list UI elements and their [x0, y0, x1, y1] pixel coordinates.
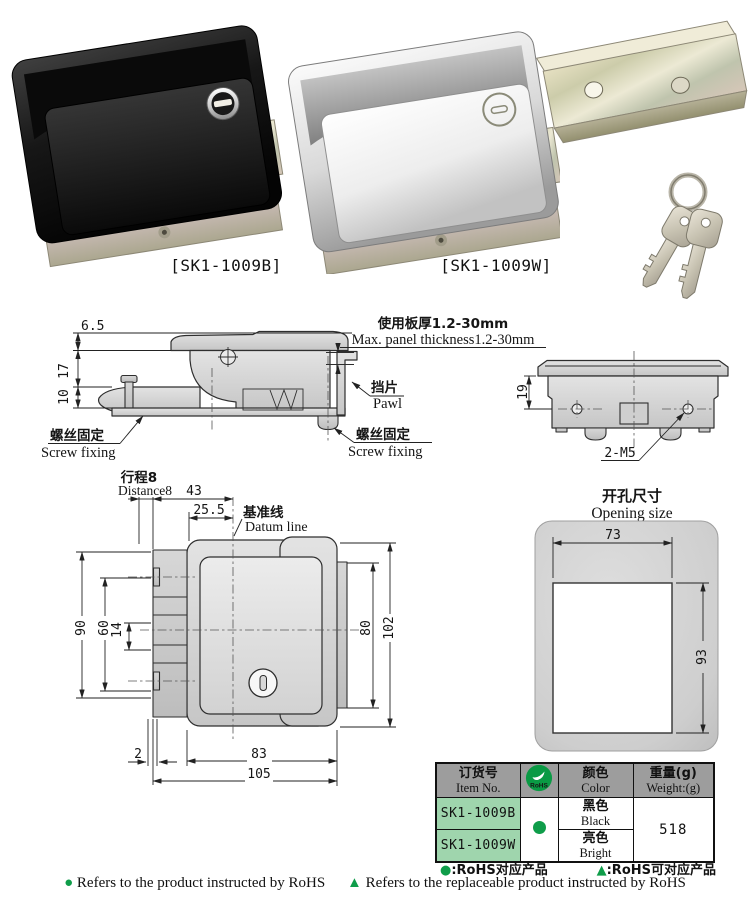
dim-19: 19: [516, 384, 531, 400]
rohs-dot-icon: [532, 820, 546, 834]
spec-table: 订货号 Item No. RoHS 颜色 Color 重量(g) Weight:…: [435, 762, 715, 863]
opening-title-en: Opening size: [591, 505, 672, 522]
header-item-cn: 订货号: [458, 766, 498, 781]
dim-102: 102: [382, 616, 397, 639]
datum-label-en: Datum line: [245, 520, 308, 535]
rohs-legend-cn: ●:RoHS对应产品 ▲:RoHS可对应产品: [440, 859, 716, 878]
header-rohs: RoHS: [519, 762, 559, 798]
pawl-bracket: [336, 350, 358, 416]
dim-90: 90: [74, 620, 89, 636]
table-row: SK1-1009B 黑色 Black 518: [435, 797, 715, 863]
dot-icon: ●: [440, 863, 452, 878]
header-item-en: Item No.: [456, 781, 501, 795]
dim-10: 10: [57, 389, 72, 405]
triangle-icon: ▲: [346, 875, 362, 891]
weight-cell: 518: [632, 797, 715, 863]
keyhole-icon: [482, 92, 517, 127]
dim-14: 14: [110, 622, 125, 638]
dim-2: 2: [134, 747, 142, 762]
color-cell: 亮色 Bright: [557, 829, 634, 863]
header-weight: 重量(g) Weight:(g): [632, 762, 715, 798]
side-view-drawing: 6.5 17 10 使用板厚1.2-30mm Max. panel thickn…: [41, 315, 546, 461]
rohs-badge-text: RoHS: [530, 782, 548, 789]
front-view-drawing: 行程8 Distance8 43 25.5 基准线 Datum line 90 …: [74, 469, 397, 786]
dim-43: 43: [186, 484, 202, 499]
opening-title-cn: 开孔尺寸: [602, 487, 662, 505]
stroke-label-en: Distance8: [118, 483, 172, 498]
legend-dot-cn: ●:RoHS对应产品: [440, 863, 548, 878]
dot-icon: ●: [64, 875, 74, 891]
dim-93: 93: [695, 649, 710, 665]
photo-keys: [642, 172, 723, 299]
dim-60: 60: [97, 620, 112, 636]
pawl-label-en: Pawl: [373, 396, 402, 412]
screw-fixing-left-cn: 螺丝固定: [50, 427, 104, 444]
stroke-label-cn: 行程8: [120, 469, 157, 486]
thread-label: 2-M5: [604, 446, 635, 461]
dim-17: 17: [57, 363, 72, 379]
dim-105: 105: [247, 767, 270, 782]
color-cell: 黑色 Black: [557, 797, 634, 830]
photo-black-latch: [11, 25, 284, 268]
panel-thickness-cn: 使用板厚1.2-30mm: [377, 315, 508, 332]
photo-bracket: [535, 20, 748, 144]
key: [678, 208, 723, 299]
screw-fixing-right-en: Screw fixing: [348, 444, 423, 460]
rear-view-drawing: 19 2-M5: [516, 351, 729, 461]
legend-tri-en: ▲ Refers to the replaceable product inst…: [346, 875, 686, 891]
screw-fixing-right-cn: 螺丝固定: [356, 426, 410, 443]
dim-80: 80: [359, 620, 374, 636]
product-label-black: [SK1-1009B]: [170, 256, 282, 275]
dim-83: 83: [251, 747, 267, 762]
product-label-bright: [SK1-1009W]: [440, 256, 552, 275]
item-no-cell: SK1-1009W: [435, 829, 521, 863]
header-color: 颜色 Color: [557, 762, 634, 798]
opening-size-drawing: 开孔尺寸 Opening size 73 93: [534, 487, 719, 752]
dim-6-5: 6.5: [81, 319, 104, 334]
photo-bright-latch: [288, 31, 560, 274]
screw-fixing-left-en: Screw fixing: [41, 445, 116, 461]
pawl-label-cn: 挡片: [371, 379, 398, 396]
item-no-cell: SK1-1009B: [435, 797, 521, 830]
legend-tri-cn: ▲:RoHS可对应产品: [596, 863, 716, 878]
paddle: [44, 77, 271, 236]
dim-73: 73: [605, 528, 621, 543]
datum-label-cn: 基准线: [243, 504, 284, 521]
legend-dot-en: ● Refers to the product instructed by Ro…: [64, 875, 326, 891]
cutout: [552, 582, 673, 734]
paddle: [199, 556, 323, 715]
panel-thickness-en: Max. panel thickness1.2-30mm: [352, 332, 536, 348]
header-item-no: 订货号 Item No.: [435, 762, 521, 798]
triangle-icon: ▲: [596, 863, 607, 878]
table-header-row: 订货号 Item No. RoHS 颜色 Color 重量(g) Weight:…: [435, 762, 715, 798]
rohs-status-cell: [519, 797, 559, 863]
table-row: SK1-1009W 亮色 Bright: [435, 829, 714, 863]
dim-25-5: 25.5: [193, 503, 224, 518]
rohs-badge-icon: RoHS: [525, 764, 553, 792]
rohs-legend-en: ● Refers to the product instructed by Ro…: [0, 875, 750, 892]
